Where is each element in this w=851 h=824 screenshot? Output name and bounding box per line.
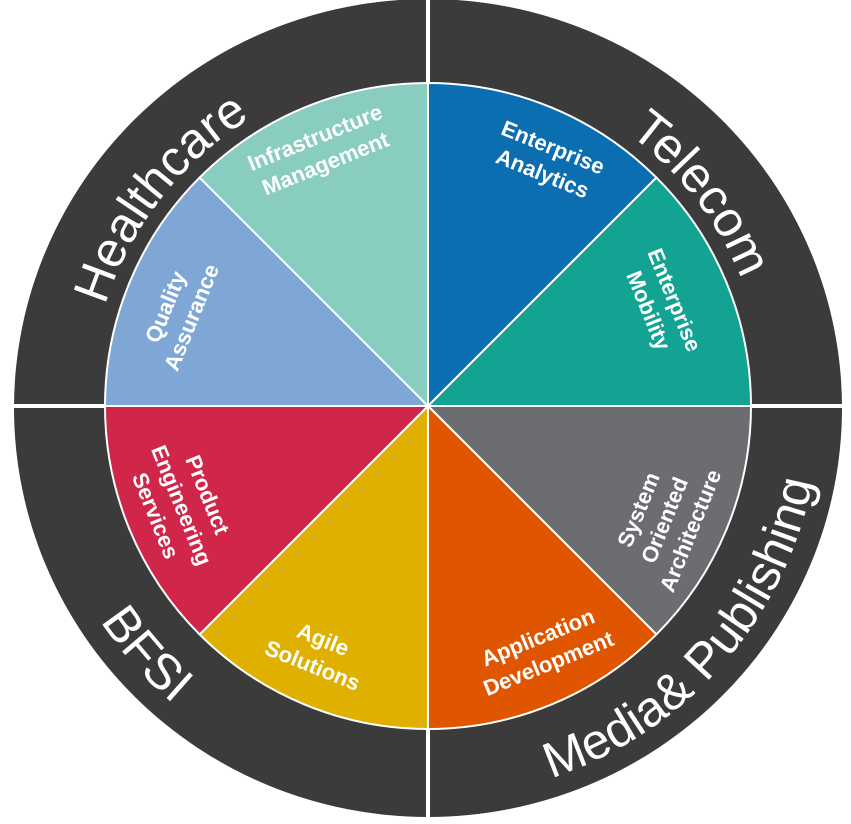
- sector-enterprise-analytics: [427, 81, 658, 409]
- sector-infrastructure-management: [198, 81, 429, 409]
- sector-application-development: [427, 403, 658, 731]
- sector-enterprise-mobility: [425, 176, 753, 407]
- sector-system-oriented-architecture: [425, 405, 753, 636]
- sector-agile-solutions: [198, 403, 429, 731]
- sector-quality-assurance: [103, 176, 431, 407]
- service-sectors: [103, 81, 753, 731]
- sector-label-product-engineering-services: ProductEngineeringServices: [120, 431, 243, 579]
- sector-product-engineering-services: [103, 405, 431, 636]
